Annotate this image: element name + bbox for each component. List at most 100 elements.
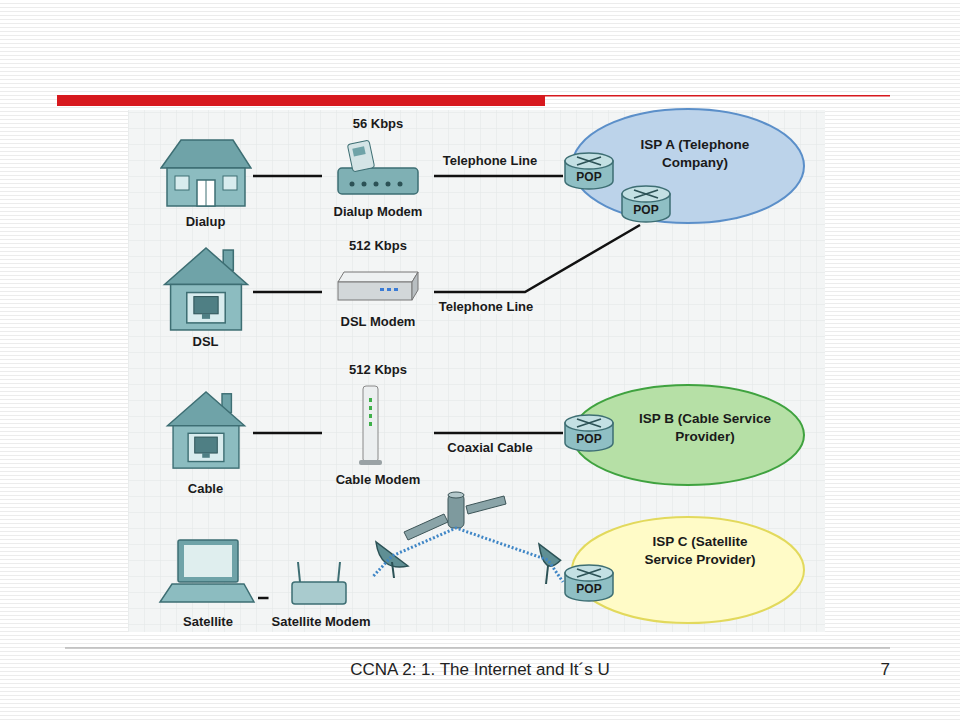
satellite-dish	[533, 544, 563, 584]
label-box: CCNA 2: 1. The Internet and It´s U	[230, 660, 730, 680]
phone-handset	[347, 140, 374, 172]
footer-rule	[65, 648, 890, 649]
isp-cloud: ISP C (Satellite Service Provider)POP	[570, 515, 806, 625]
device-label: Dialup Modem	[334, 204, 423, 220]
house: DSL	[158, 240, 253, 350]
antenna	[338, 562, 340, 582]
router-arrows	[577, 569, 601, 577]
modem-body	[338, 282, 412, 300]
edge-label-box: Telephone Line	[436, 297, 536, 315]
network-cable	[253, 175, 322, 178]
title-rule	[545, 95, 890, 97]
panel-ground	[128, 110, 825, 632]
laptop-icon	[160, 540, 254, 602]
phone-display	[352, 146, 365, 156]
isp-cloud: ISP A (Telephone Company)POPPOP	[570, 107, 806, 225]
network-cable	[258, 597, 269, 600]
speed-label: 512 Kbps	[349, 238, 407, 254]
title-bar	[57, 95, 545, 106]
laptop: Satellite	[158, 535, 258, 630]
satellite-body	[448, 494, 464, 528]
modem: 512 KbpsCable Modem	[322, 362, 434, 488]
line-label: Telephone Line	[437, 299, 535, 314]
router-label: POP	[563, 170, 615, 184]
device-label: DSL Modem	[341, 314, 416, 330]
label-box: 7	[860, 660, 890, 680]
modem-leds	[350, 182, 403, 187]
pop-router: POP	[620, 183, 672, 225]
router-label: POP	[620, 203, 672, 217]
router-arrows	[634, 190, 658, 198]
line-label: Telephone Line	[441, 153, 539, 168]
modem: 56 KbpsDialup Modem	[322, 116, 434, 220]
modem-body	[363, 386, 378, 462]
router-top	[565, 565, 613, 581]
network-cable	[253, 432, 322, 435]
dish	[533, 544, 563, 569]
solar-panel	[404, 514, 448, 540]
provider-name: ISP A (Telephone Company)	[625, 136, 765, 172]
pop-router: POP	[563, 412, 615, 454]
provider-name: ISP C (Satellite Service Provider)	[630, 533, 770, 569]
pop-router: POP	[563, 562, 615, 604]
modem-leds	[369, 398, 372, 426]
dialup-modem-icon	[338, 140, 418, 194]
device-label: Satellite Modem	[272, 614, 371, 630]
house-icon	[165, 248, 248, 330]
pop-router: POP	[563, 150, 615, 192]
router-top	[565, 153, 613, 169]
diagram-panel	[128, 110, 825, 632]
modem-body	[292, 582, 346, 604]
provider-name: ISP B (Cable Service Provider)	[622, 410, 788, 446]
line-label: Coaxial Cable	[445, 440, 534, 455]
modem-leds	[380, 288, 398, 291]
network-cable	[253, 291, 322, 294]
laptop-base	[160, 584, 254, 602]
device-label: Dialup	[186, 214, 226, 230]
laptop-display	[184, 545, 232, 577]
modem-top	[338, 272, 418, 282]
modem-side	[412, 272, 418, 300]
router-arrows	[577, 157, 601, 165]
edge-label-box: Telephone Line	[440, 151, 540, 169]
device-label: Cable	[188, 481, 223, 497]
network-cable	[434, 175, 563, 178]
modem: 512 KbpsDSL Modem	[322, 238, 434, 330]
footer-text: CCNA 2: 1. The Internet and It´s U	[230, 660, 730, 680]
modem-body	[338, 168, 418, 194]
house-icon	[161, 140, 251, 206]
dish-mast	[392, 562, 394, 578]
wireless-link	[373, 528, 563, 582]
solar-panel	[466, 496, 506, 514]
modem-foot	[359, 460, 382, 465]
antenna	[298, 562, 300, 582]
modem: Satellite Modem	[269, 555, 374, 630]
satellite-dish	[376, 542, 408, 578]
edge-label-box: Coaxial Cable	[440, 438, 540, 456]
satellite-top	[448, 492, 464, 498]
router-top	[565, 415, 613, 431]
router-label: POP	[563, 432, 615, 446]
satellite	[404, 492, 506, 540]
panel-grid	[128, 110, 825, 632]
speed-label: 512 Kbps	[349, 362, 407, 378]
house: Cable	[158, 385, 253, 497]
device-label: DSL	[193, 334, 219, 350]
network-cable	[434, 225, 640, 292]
dish-mast	[546, 566, 548, 584]
page-number: 7	[860, 660, 890, 680]
device-label: Satellite	[183, 614, 233, 630]
network-cable	[434, 432, 563, 435]
house: Dialup	[158, 135, 253, 230]
isp-cloud: ISP B (Cable Service Provider)POP	[570, 383, 806, 487]
device-label: Cable Modem	[336, 472, 421, 488]
router-top	[622, 186, 670, 202]
house-icon	[167, 392, 244, 468]
dish	[376, 542, 408, 567]
speed-label: 56 Kbps	[353, 116, 404, 132]
router-arrows	[577, 419, 601, 427]
satellite-modem-icon	[292, 562, 346, 604]
